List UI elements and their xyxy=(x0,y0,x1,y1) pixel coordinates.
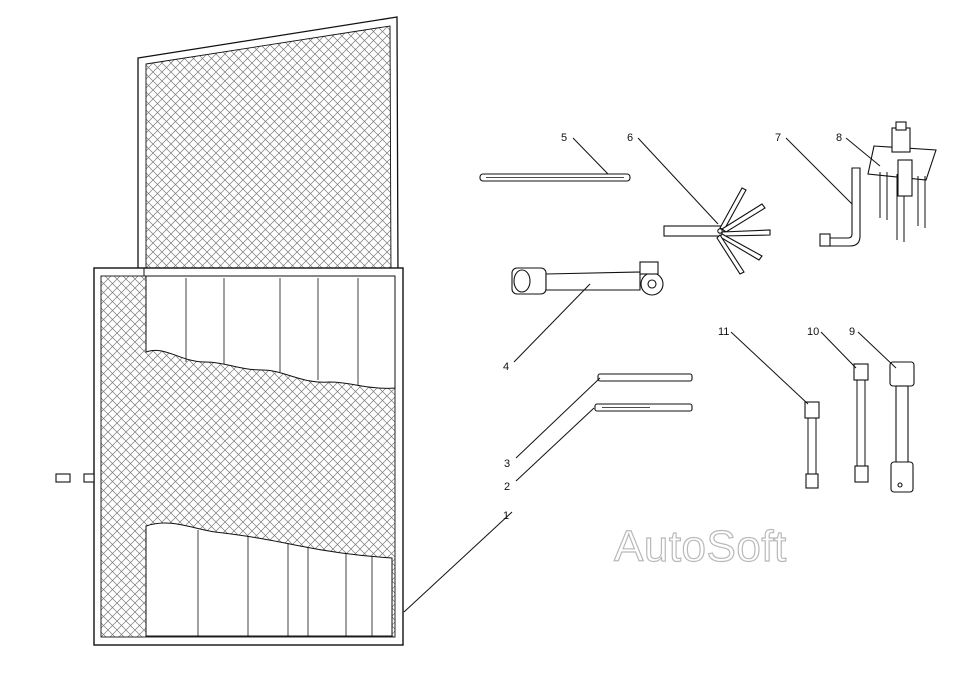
tool-screwdriver xyxy=(594,403,693,412)
tool-socket-wrench-small xyxy=(804,401,820,489)
callout-10: 10 xyxy=(807,326,819,338)
callout-3: 3 xyxy=(504,458,510,470)
callout-1: 1 xyxy=(503,510,509,522)
tool-socket-wrench-large xyxy=(889,361,915,493)
callout-6: 6 xyxy=(627,132,633,144)
tool-bag xyxy=(55,16,404,646)
callout-labels: 1 2 3 4 5 6 7 8 9 10 11 xyxy=(503,132,855,522)
callout-4: 4 xyxy=(503,361,509,373)
callout-11: 11 xyxy=(718,326,729,338)
leader-lines xyxy=(403,137,897,613)
callout-7: 7 xyxy=(775,132,781,144)
tool-puller xyxy=(867,121,937,242)
callout-9: 9 xyxy=(849,326,855,338)
tool-bag-flap xyxy=(137,16,399,281)
tool-feeler-gauge xyxy=(663,187,771,275)
tool-hex-key xyxy=(819,167,861,247)
tool-pin xyxy=(597,373,693,382)
tool-spark-plug-wrench xyxy=(511,261,664,296)
tool-rod xyxy=(479,173,631,182)
tool-bag-upper-pockets xyxy=(145,275,396,389)
callout-8: 8 xyxy=(836,132,842,144)
tool-socket-wrench-medium xyxy=(853,363,869,483)
watermark: AutoSoft xyxy=(614,522,787,571)
tool-bag-strap xyxy=(55,473,95,483)
callout-5: 5 xyxy=(561,132,567,144)
callout-2: 2 xyxy=(504,481,510,493)
tool-bag-lower-pockets xyxy=(145,522,393,637)
